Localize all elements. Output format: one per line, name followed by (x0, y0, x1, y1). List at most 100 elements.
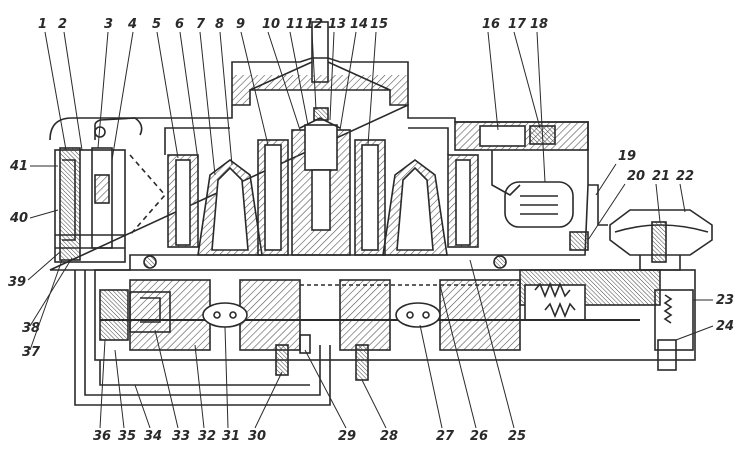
air-horn-strut-right (327, 61, 391, 91)
leader-line-35 (114, 349, 125, 429)
callout-label-14: 14 (350, 17, 368, 32)
callout-label-36: 36 (93, 429, 111, 444)
leader-line-30 (254, 371, 283, 429)
carburetor-body (49, 21, 713, 406)
callout-label-15: 15 (370, 17, 388, 32)
throttle-stop-bracket (129, 291, 171, 333)
throttle-body-right-wall (439, 279, 521, 351)
leader-line-33 (154, 329, 179, 429)
callout-label-41: 41 (9, 159, 28, 174)
throttle-lever-left (99, 289, 129, 341)
callout-label-23: 23 (716, 293, 734, 308)
leader-line-13 (329, 31, 335, 121)
leader-line-5 (156, 31, 179, 159)
air-horn-wall (231, 75, 409, 106)
callout-label-37: 37 (22, 345, 41, 360)
callout-label-21: 21 (652, 169, 670, 184)
idle-jet-chamber (304, 124, 338, 171)
callout-label-22: 22 (676, 169, 694, 184)
leader-line-29 (304, 349, 347, 429)
leader-line-22 (679, 183, 686, 213)
callout-label-11: 11 (286, 17, 304, 32)
diaphragm-housing (609, 209, 713, 256)
callout-label-28: 28 (380, 429, 398, 444)
callout-label-30: 30 (248, 429, 266, 444)
leader-line-9 (240, 31, 269, 146)
leader-line-8 (219, 31, 233, 166)
callout-label-5: 5 (152, 17, 161, 32)
idle-mixture-screw-30 (275, 344, 289, 376)
callout-label-40: 40 (9, 211, 28, 226)
leader-line-32 (194, 344, 205, 429)
leader-line-3 (97, 31, 109, 149)
throttle-body-center-right (339, 279, 391, 351)
callout-label-39: 39 (8, 275, 26, 290)
callout-label-24: 24 (716, 319, 734, 334)
leader-line-17 (513, 31, 541, 129)
throttle-valve-right-bolt-1 (406, 311, 414, 319)
leader-line-12 (311, 31, 317, 111)
lever-arm-24 (657, 339, 677, 371)
leader-line-11 (289, 31, 309, 126)
throttle-valve-left (202, 302, 248, 328)
leader-line-28 (361, 379, 387, 429)
callout-label-10: 10 (262, 17, 280, 32)
idle-port-29 (299, 334, 311, 354)
callout-label-34: 34 (144, 429, 162, 444)
leader-line-18 (536, 31, 546, 183)
throttle-valve-left-bolt-1 (213, 311, 221, 319)
leader-line-15 (367, 31, 377, 146)
callout-label-7: 7 (196, 17, 206, 32)
float-chamber-wall (59, 147, 81, 261)
left-venturi-bore (211, 166, 249, 251)
callout-label-9: 9 (236, 17, 245, 32)
diaphragm-rod (651, 221, 667, 263)
needle-valve-bore (479, 125, 526, 147)
callout-label-33: 33 (172, 429, 190, 444)
callout-label-1: 1 (38, 17, 47, 32)
leader-line-37 (29, 259, 63, 351)
callout-label-38: 38 (22, 321, 40, 336)
pump-piston (94, 174, 110, 204)
leader-line-20 (587, 183, 626, 241)
throttle-lever-right (654, 289, 694, 351)
callout-label-3: 3 (104, 17, 113, 32)
leader-line-25 (469, 259, 515, 429)
throttle-body-center-left (239, 279, 301, 351)
idle-mixture-screw-28 (355, 344, 369, 381)
balance-channel-left (164, 127, 230, 155)
air-horn-strut-left (249, 61, 313, 91)
vacuum-line-outer (74, 270, 331, 406)
vacuum-line-short (99, 360, 310, 386)
check-valve-20 (569, 231, 589, 251)
callout-label-16: 16 (482, 17, 500, 32)
return-spring (663, 294, 673, 324)
right-venturi-bore (396, 166, 434, 251)
float-chamber-bottom (55, 234, 125, 249)
left-main-well-bore (264, 144, 282, 251)
leader-line-14 (339, 31, 357, 131)
throttle-body (94, 269, 696, 361)
throttle-valve-left-bolt-2 (229, 311, 237, 319)
vacuum-line-inner (84, 270, 321, 396)
leader-line-39 (27, 251, 61, 281)
throttle-valve-right-bolt-2 (422, 311, 430, 319)
idle-channel (311, 169, 331, 231)
leader-line-34 (134, 384, 151, 429)
leader-line-36 (99, 339, 106, 429)
leader-line-26 (439, 284, 477, 429)
left-emulsion-tube (175, 159, 191, 246)
callout-label-25: 25 (508, 429, 526, 444)
callout-label-26: 26 (470, 429, 488, 444)
economizer-spring (534, 281, 571, 299)
callout-label-17: 17 (508, 17, 527, 32)
needle-valve-stem (491, 150, 521, 196)
leader-line-38 (29, 257, 73, 327)
fuel-passage-19 (588, 184, 608, 226)
callout-label-27: 27 (436, 429, 455, 444)
callout-label-35: 35 (118, 429, 136, 444)
leader-line-1 (44, 31, 67, 151)
